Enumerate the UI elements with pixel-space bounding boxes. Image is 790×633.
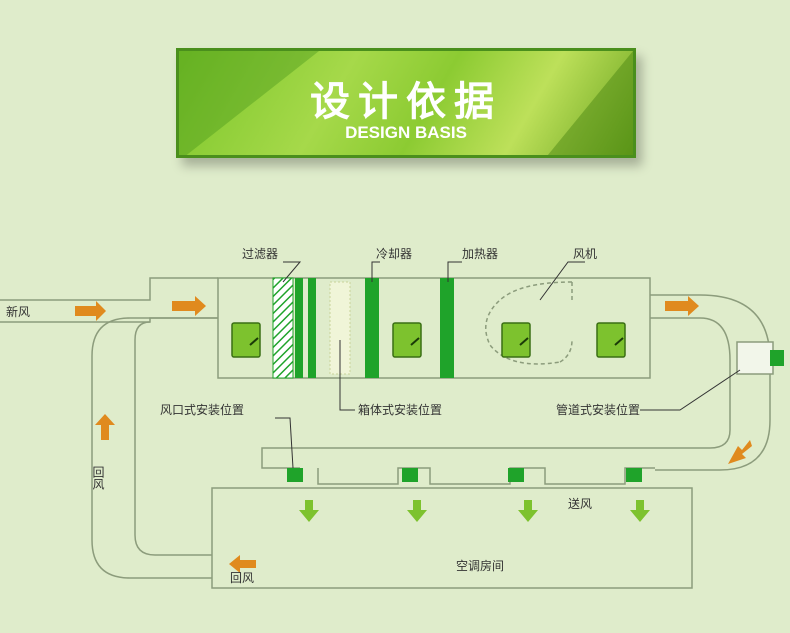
supply-air-arrow-icon bbox=[518, 500, 538, 522]
outlet-device-icon bbox=[508, 468, 524, 482]
heater-coil bbox=[440, 278, 454, 378]
fresh-air-arrow-icon bbox=[75, 301, 106, 321]
label-fan: 风机 bbox=[573, 247, 597, 261]
label-filter: 过滤器 bbox=[242, 247, 278, 261]
ahu-box bbox=[217, 277, 651, 379]
label-fresh-air: 新风 bbox=[6, 304, 30, 319]
duct-install-device-icon bbox=[770, 350, 784, 366]
title-banner: 设计依据 DESIGN BASIS bbox=[176, 48, 636, 158]
purifier-unit-icon bbox=[596, 322, 626, 358]
purifier-unit-icon bbox=[392, 322, 422, 358]
supply-duct-outer bbox=[650, 294, 771, 471]
flow-arrow-icon bbox=[665, 296, 699, 316]
outlet-device-icon bbox=[287, 468, 303, 482]
supply-header bbox=[317, 467, 655, 485]
flow-arrow-icon bbox=[172, 296, 206, 316]
outlet-device-icon bbox=[626, 468, 642, 482]
fan-scroll bbox=[485, 281, 573, 365]
filter-plate-2 bbox=[308, 278, 316, 378]
label-cooler: 冷却器 bbox=[376, 247, 412, 261]
purifier-unit-icon bbox=[231, 322, 261, 358]
label-ac-room: 空调房间 bbox=[456, 558, 504, 573]
return-air-arrow-icon bbox=[229, 555, 256, 573]
leader-filter bbox=[282, 261, 302, 283]
label-heater: 加热器 bbox=[462, 247, 498, 261]
filter-plate bbox=[295, 278, 303, 378]
label-supply-air: 送风 bbox=[568, 496, 592, 511]
supply-arrow-icon bbox=[728, 440, 752, 464]
return-air-arrow-icon bbox=[95, 414, 115, 440]
label-box-install: 箱体式安装位置 bbox=[358, 402, 442, 417]
banner-title: 设计依据 bbox=[310, 79, 502, 125]
return-duct-inner bbox=[134, 321, 212, 556]
purifier-unit-icon bbox=[501, 322, 531, 358]
ac-room-box bbox=[211, 487, 693, 589]
supply-air-arrow-icon bbox=[407, 500, 427, 522]
label-outlet-install: 风口式安装位置 bbox=[160, 402, 244, 417]
banner-subtitle: DESIGN BASIS bbox=[345, 123, 467, 142]
supply-air-arrow-icon bbox=[630, 500, 650, 522]
cooler-coil bbox=[365, 278, 379, 378]
filter-element bbox=[272, 277, 294, 379]
return-duct-outer bbox=[91, 317, 218, 579]
supply-air-arrow-icon bbox=[299, 500, 319, 522]
supply-duct-inner bbox=[261, 317, 731, 469]
duct-damper bbox=[736, 341, 774, 375]
label-return-air-vertical: 回风 bbox=[91, 466, 105, 491]
outlet-device-icon bbox=[402, 468, 418, 482]
fresh-air-duct bbox=[0, 277, 218, 323]
label-return-air: 回风 bbox=[230, 571, 254, 585]
label-duct-install: 管道式安装位置 bbox=[556, 402, 640, 417]
